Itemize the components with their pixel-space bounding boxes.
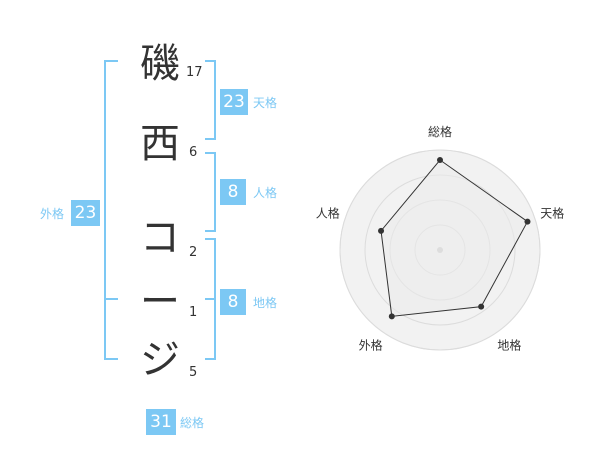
jinkaku-bracket — [205, 152, 216, 232]
chikaku-label: 地格 — [253, 296, 278, 310]
name-char-4: ー — [140, 279, 180, 325]
radar-ring-4 — [339, 149, 541, 351]
name-char-1: 磯 — [140, 41, 180, 87]
tenkaku-label: 天格 — [253, 96, 278, 110]
soukaku-label: 総格 — [180, 416, 205, 430]
radar-point-2 — [524, 218, 531, 225]
radar-axis-label-3: 地格 — [497, 337, 521, 352]
gaikaku-bracket — [104, 60, 118, 360]
tenkaku-value: 23 — [220, 89, 248, 115]
radar-point-4 — [388, 313, 395, 320]
name-char-2: 西 — [140, 121, 180, 167]
radar-point-3 — [478, 303, 485, 310]
jinkaku-value: 8 — [220, 179, 246, 205]
radar-data-polygon — [380, 159, 529, 317]
gaikaku-value: 23 — [71, 200, 100, 226]
stroke-count-2: 6 — [189, 145, 198, 160]
radar-axis-label-1: 総格 — [428, 124, 452, 139]
radar-point-1 — [437, 157, 443, 163]
stroke-count-4: 1 — [189, 305, 198, 320]
gaikaku-label: 外格 — [40, 207, 65, 221]
name-char-3: コ — [140, 215, 180, 261]
radar-axis-label-5: 人格 — [316, 206, 340, 221]
chikaku-bracket-divider — [205, 298, 216, 300]
stroke-count-5: 5 — [189, 365, 198, 380]
jinkaku-label: 人格 — [253, 186, 278, 200]
tenkaku-bracket — [205, 60, 216, 140]
soukaku-value: 31 — [146, 409, 176, 435]
chikaku-value: 8 — [220, 289, 246, 315]
radar-point-5 — [378, 227, 385, 234]
gaikaku-bracket-divider — [104, 298, 118, 300]
stroke-count-1: 17 — [186, 65, 203, 80]
radar-axis-label-2: 天格 — [540, 206, 564, 221]
radar-axis-label-4: 外格 — [359, 337, 383, 352]
stroke-count-3: 2 — [189, 245, 198, 260]
name-char-5: ジ — [140, 337, 180, 383]
